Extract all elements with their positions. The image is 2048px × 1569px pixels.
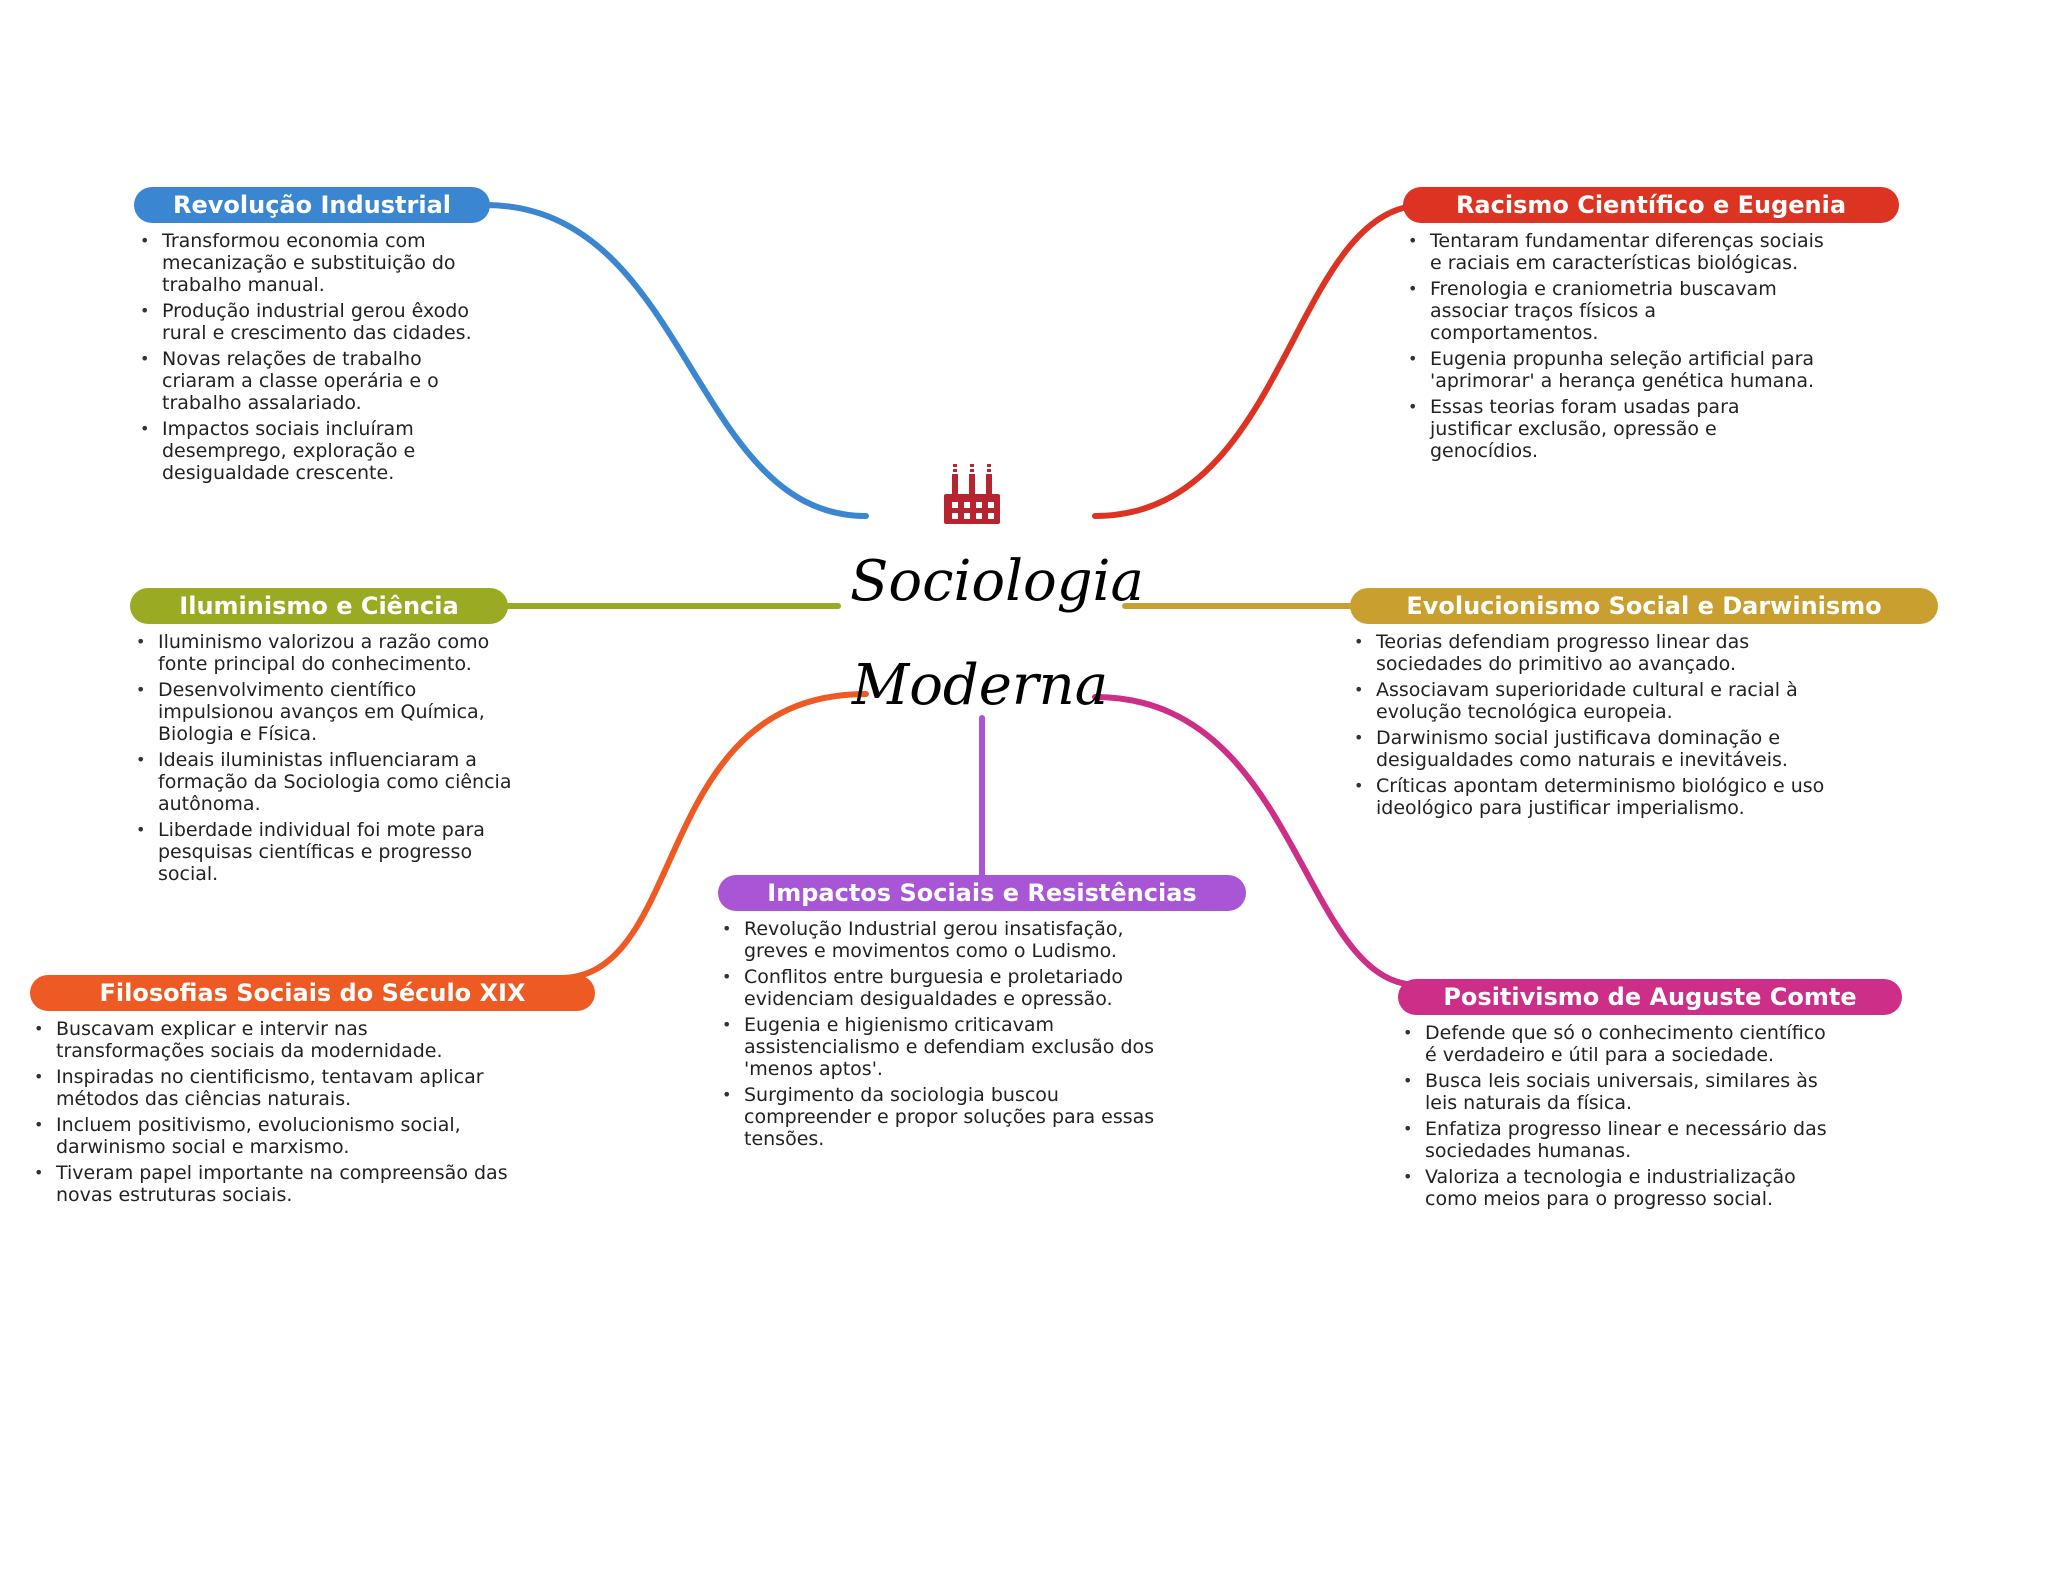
list-item: Liberdade individual foi mote para pesqu…: [134, 819, 514, 885]
list-item: Incluem positivismo, evolucionismo socia…: [32, 1114, 510, 1158]
list-item: Revolução Industrial gerou insatisfação,…: [720, 918, 1190, 962]
list-item: Inspiradas no cientificismo, tentavam ap…: [32, 1066, 510, 1110]
list-item: Frenologia e craniometria buscavam assoc…: [1406, 278, 1826, 344]
branch-title-revolucao-industrial[interactable]: Revolução Industrial: [134, 187, 490, 223]
connector-positivismo: [1092, 694, 1421, 988]
branch-list-evolucionismo-social: Teorias defendiam progresso linear das s…: [1352, 631, 1832, 823]
branch-title-filosofias-sociais[interactable]: Filosofias Sociais do Século XIX: [30, 975, 595, 1011]
list-item: Teorias defendiam progresso linear das s…: [1352, 631, 1832, 675]
branch-title-impactos-sociais[interactable]: Impactos Sociais e Resistências: [718, 875, 1246, 911]
list-item: Conflitos entre burguesia e proletariado…: [720, 966, 1190, 1010]
list-item: Críticas apontam determinismo biológico …: [1352, 775, 1832, 819]
list-item: Buscavam explicar e intervir nas transfo…: [32, 1018, 510, 1062]
list-item: Tentaram fundamentar diferenças sociais …: [1406, 230, 1826, 274]
list-item: Tiveram papel importante na compreensão …: [32, 1162, 510, 1206]
branch-title-racismo-cientifico[interactable]: Racismo Científico e Eugenia: [1403, 187, 1899, 223]
branch-list-positivismo: Defende que só o conhecimento científico…: [1401, 1022, 1831, 1214]
list-item: Surgimento da sociologia buscou compreen…: [720, 1084, 1190, 1150]
list-item: Essas teorias foram usadas para justific…: [1406, 396, 1826, 462]
list-item: Darwinismo social justificava dominação …: [1352, 727, 1832, 771]
branch-title-positivismo[interactable]: Positivismo de Auguste Comte: [1398, 979, 1902, 1015]
connector-filosofias: [557, 691, 869, 981]
branch-list-filosofias-sociais: Buscavam explicar e intervir nas transfo…: [32, 1018, 510, 1210]
list-item: Ideais iluministas influenciaram a forma…: [134, 749, 514, 815]
branch-list-impactos-sociais: Revolução Industrial gerou insatisfação,…: [720, 918, 1190, 1154]
list-item: Valoriza a tecnologia e industrialização…: [1401, 1166, 1831, 1210]
central-title-line2: Moderna: [851, 653, 1109, 718]
list-item: Busca leis sociais universais, similares…: [1401, 1070, 1831, 1114]
list-item: Novas relações de trabalho criaram a cla…: [138, 348, 493, 414]
factory-icon: [944, 464, 1000, 524]
branch-title-iluminismo-e-ciencia[interactable]: Iluminismo e Ciência: [130, 588, 508, 624]
connector-revolucao: [482, 202, 869, 519]
list-item: Transformou economia com mecanização e s…: [138, 230, 493, 296]
branch-list-iluminismo-e-ciencia: Iluminismo valorizou a razão como fonte …: [134, 631, 514, 889]
list-item: Defende que só o conhecimento científico…: [1401, 1022, 1831, 1066]
central-topic: Sociologia Moderna: [850, 530, 1144, 738]
list-item: Impactos sociais incluíram desemprego, e…: [138, 418, 493, 484]
list-item: Associavam superioridade cultural e raci…: [1352, 679, 1832, 723]
branch-title-evolucionismo-social[interactable]: Evolucionismo Social e Darwinismo: [1350, 588, 1938, 624]
list-item: Iluminismo valorizou a razão como fonte …: [134, 631, 514, 675]
connector-racismo: [1092, 202, 1428, 519]
list-item: Desenvolvimento científico impulsionou a…: [134, 679, 514, 745]
list-item: Produção industrial gerou êxodo rural e …: [138, 300, 493, 344]
list-item: Eugenia e higienismo criticavam assisten…: [720, 1014, 1190, 1080]
list-item: Enfatiza progresso linear e necessário d…: [1401, 1118, 1831, 1162]
central-title-line1: Sociologia: [850, 549, 1144, 614]
branch-list-revolucao-industrial: Transformou economia com mecanização e s…: [138, 230, 493, 488]
branch-list-racismo-cientifico: Tentaram fundamentar diferenças sociais …: [1406, 230, 1826, 466]
list-item: Eugenia propunha seleção artificial para…: [1406, 348, 1826, 392]
